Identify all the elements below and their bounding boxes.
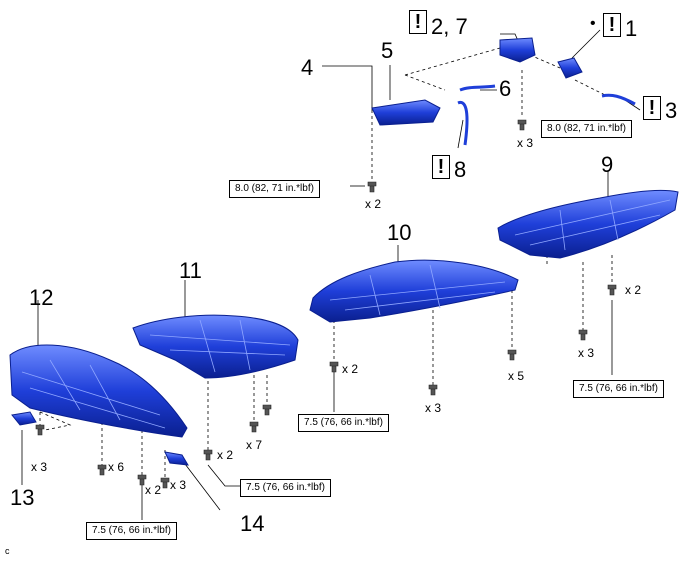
callout-6: 6	[499, 76, 512, 101]
bolt-icon	[97, 464, 107, 476]
bolt-quantity: x 2	[342, 362, 359, 376]
part-13-bracket	[11, 411, 37, 426]
bolt-icon	[160, 477, 170, 489]
bolt-quantity: x 3	[517, 136, 534, 150]
bolt-icon	[517, 119, 527, 131]
bolt-quantity: x 2	[365, 197, 382, 211]
torque-spec: 8.0 (82, 71 in.*lbf)	[229, 180, 320, 198]
callout-2-7: 2, 7	[431, 14, 468, 39]
bolt-quantity: x 2	[145, 483, 162, 497]
figure-corner-letter: c	[5, 546, 10, 556]
callout-9: 9	[601, 152, 614, 177]
callout-13: 13	[10, 485, 35, 510]
bolt-icon	[203, 449, 213, 461]
part-1-connector	[557, 57, 583, 79]
caution-icon: !	[409, 10, 427, 34]
bolt-icon	[249, 421, 259, 433]
torque-spec: 7.5 (76, 66 in.*lbf)	[573, 380, 664, 398]
bolt-icon	[507, 349, 517, 361]
bolt-icon	[367, 181, 377, 193]
part-14-bracket	[164, 451, 189, 466]
bolt-icon	[329, 361, 339, 373]
bolt-quantity: x 5	[508, 369, 525, 383]
bolt-quantity: x 3	[170, 478, 187, 492]
bolt-icon	[578, 329, 588, 341]
part-10-floor-under-cover	[309, 259, 519, 323]
caution-icon: !	[603, 13, 621, 37]
part-5-body	[371, 99, 441, 126]
bolt-icon	[35, 424, 45, 436]
part-2-7-bracket	[499, 37, 536, 63]
caution-icon: !	[432, 155, 450, 179]
bolts	[35, 119, 617, 489]
bolt-quantity: x 7	[246, 438, 263, 452]
bolt-quantity: x 3	[578, 346, 595, 360]
callout-12: 12	[29, 285, 54, 310]
callout-4: 4	[301, 55, 314, 80]
callout-3: 3	[665, 98, 678, 123]
bolt-icon	[607, 284, 617, 296]
torque-spec: 7.5 (76, 66 in.*lbf)	[86, 522, 177, 540]
callout-11: 11	[179, 258, 202, 283]
bolt-quantity: x 6	[108, 460, 125, 474]
dashed-leaders	[39, 47, 613, 478]
solid-leaders	[21, 29, 641, 520]
callout-10: 10	[387, 220, 412, 245]
bolt-icon	[137, 474, 147, 486]
callout-14: 14	[240, 511, 265, 536]
new-part-dot: •	[590, 15, 596, 32]
callout-8: 8	[454, 157, 467, 182]
part-12-front-engine-under-cover	[9, 344, 188, 438]
torque-spec: 7.5 (76, 66 in.*lbf)	[240, 479, 331, 497]
bolt-icon	[428, 384, 438, 396]
caution-icon: !	[643, 96, 661, 120]
callout-1: 1	[625, 16, 638, 41]
part-3-hose	[601, 93, 636, 106]
part-9-rear-floor-under-cover	[497, 189, 679, 259]
torque-spec: 8.0 (82, 71 in.*lbf)	[541, 120, 632, 138]
torque-spec: 7.5 (76, 66 in.*lbf)	[298, 414, 389, 432]
part-8-hose	[457, 100, 469, 146]
bolt-quantity: x 3	[425, 401, 442, 415]
part-6-hose	[459, 84, 496, 92]
callout-5: 5	[381, 38, 394, 63]
bolt-quantity: x 2	[217, 448, 234, 462]
bolt-quantity: x 2	[625, 283, 642, 297]
part-11-engine-under-cover-rear	[132, 314, 299, 379]
bolt-icon	[262, 404, 272, 416]
bolt-quantity: x 3	[31, 460, 48, 474]
